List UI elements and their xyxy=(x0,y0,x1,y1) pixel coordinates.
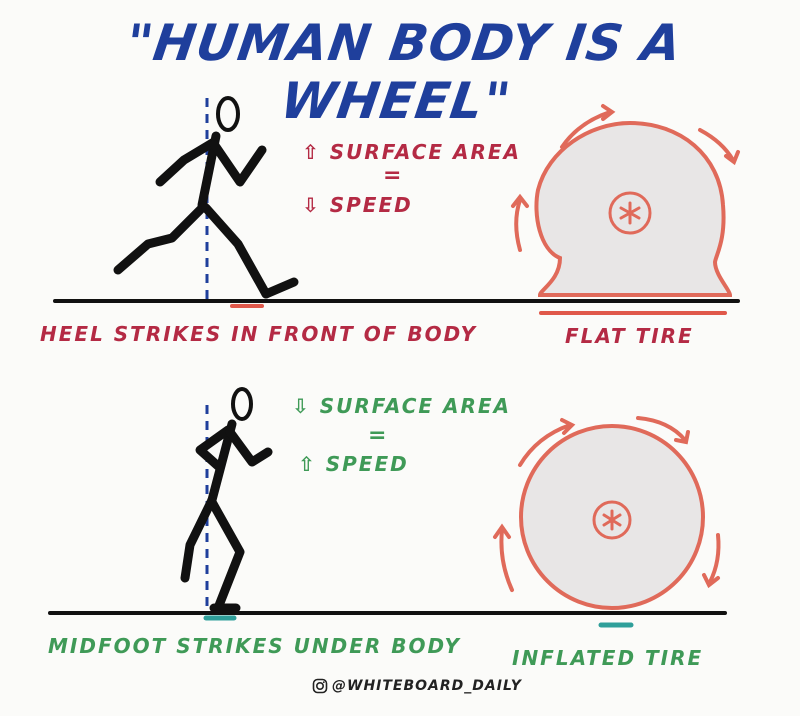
flat-tire xyxy=(534,120,733,297)
asterisk-icon xyxy=(619,201,641,225)
rotation-arrows-top xyxy=(511,104,740,252)
inflated-tire-caption: INFLATED TIRE xyxy=(512,646,704,670)
speed-up-label: ⇧ SPEED xyxy=(298,452,409,476)
credit: @WHITEBOARD_DAILY xyxy=(312,678,522,694)
equals-sign-top: = xyxy=(383,163,402,188)
flat-tire-hub xyxy=(608,191,652,235)
equals-sign-bottom: = xyxy=(368,423,387,448)
surface-area-up-label: ⇧ SURFACE AREA xyxy=(302,140,522,164)
credit-handle: @WHITEBOARD_DAILY xyxy=(332,678,522,694)
inflated-tire-hub xyxy=(592,500,632,540)
heel-strike-caption: HEEL STRIKES IN FRONT OF BODY xyxy=(40,322,478,346)
asterisk-icon xyxy=(602,509,622,531)
surface-area-down-label: ⇩ SURFACE AREA xyxy=(292,394,512,418)
instagram-icon xyxy=(312,678,328,694)
rotation-arrows-bottom xyxy=(493,416,721,592)
midfoot-strike-caption: MIDFOOT STRIKES UNDER BODY xyxy=(48,634,462,658)
flat-tire-caption: FLAT TIRE xyxy=(565,324,694,348)
speed-down-label: ⇩ SPEED xyxy=(302,193,413,217)
runner-heel-strike xyxy=(113,96,299,299)
runner-midfoot-strike xyxy=(180,387,273,613)
